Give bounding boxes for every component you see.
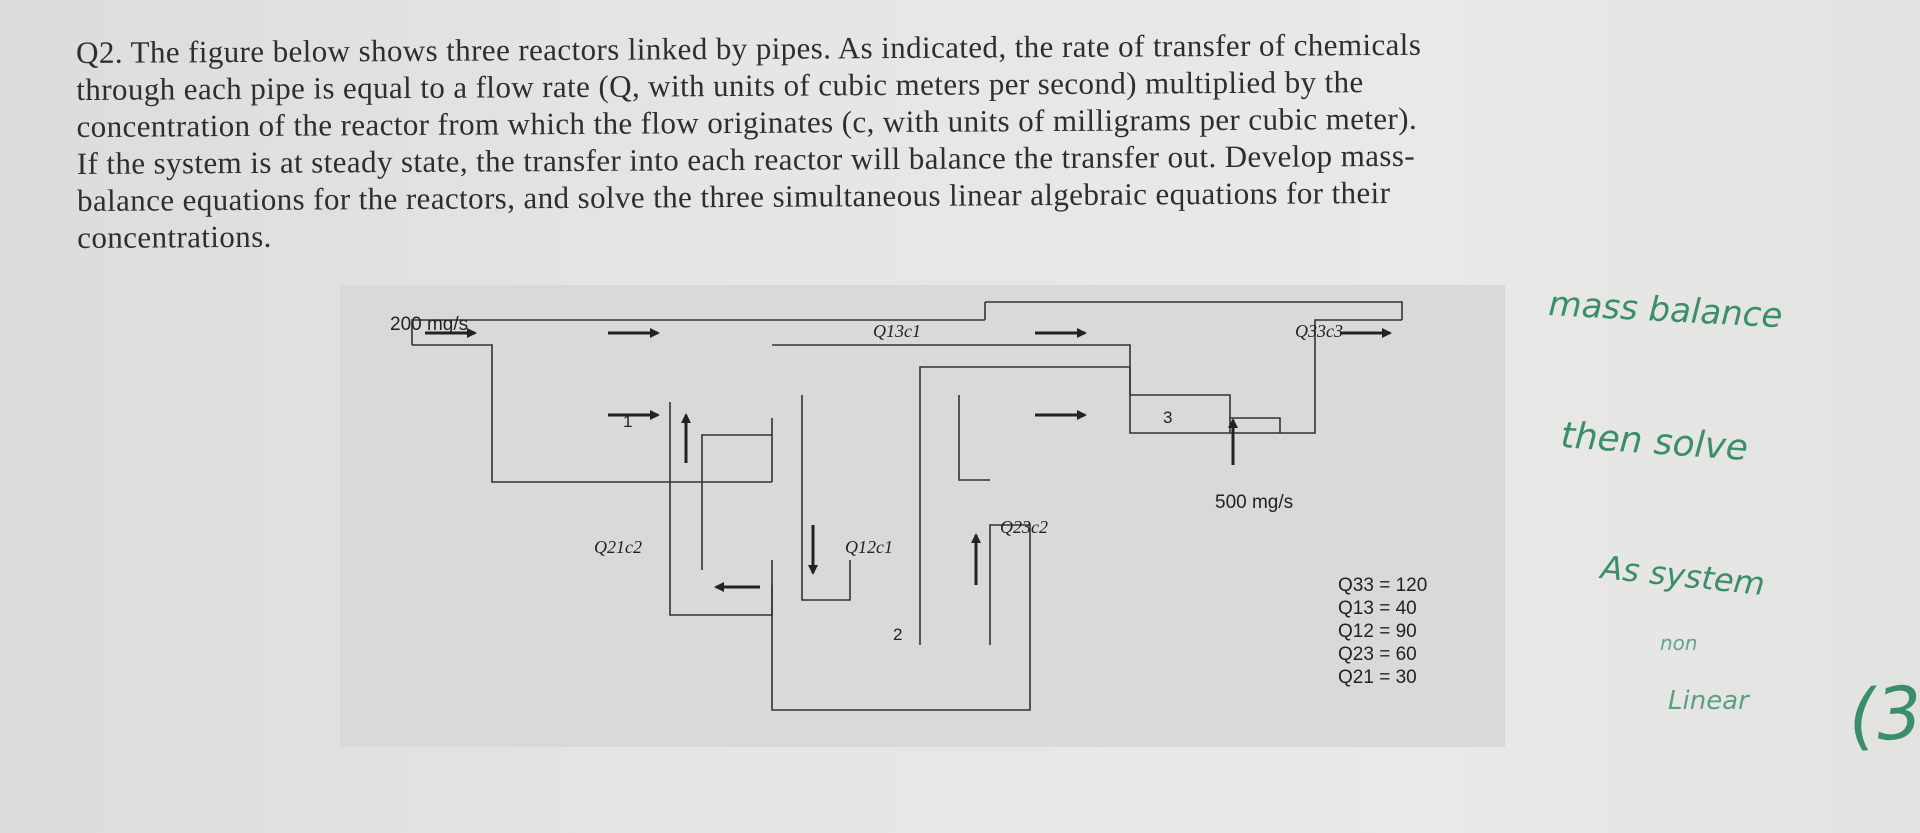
reactor-2-label: 2 (893, 625, 902, 644)
reactor-diagram: 200 mg/s 500 mg/s 1 2 3 Q13c1 Q33c3 Q21c… (390, 301, 1427, 711)
handwriting-line: (3 (1845, 670, 1920, 759)
reactor-3-outline (985, 301, 1403, 434)
handwriting-line: non (1660, 631, 1698, 655)
flow-values: Q33 = 120 Q13 = 40 Q12 = 90 Q23 = 60 Q21… (1338, 575, 1427, 688)
reactor-2-outline (771, 524, 1031, 711)
pipe-q23 (919, 366, 1130, 645)
reactor-3-label: 3 (1163, 408, 1172, 427)
flow-value: Q33 = 120 (1338, 575, 1427, 596)
flow-value: Q23 = 60 (1338, 644, 1417, 665)
input-3-label: 500 mg/s (1215, 492, 1293, 513)
pipe-label-q23: Q23c2 (1000, 517, 1048, 537)
reactor-3-inlet (1130, 394, 1281, 433)
flow-value: Q12 = 90 (1338, 621, 1417, 642)
reactor-1-outline (411, 319, 985, 483)
input-1-label: 200 mg/s (390, 314, 468, 335)
pipe-label-q33: Q33c3 (1295, 321, 1343, 341)
flow-value: Q13 = 40 (1338, 598, 1417, 619)
pipe-label-q12: Q12c1 (845, 537, 893, 557)
reactor-figure: 200 mg/s 500 mg/s 1 2 3 Q13c1 Q33c3 Q21c… (340, 285, 1505, 747)
pipe-label-q13: Q13c1 (873, 321, 921, 341)
handwriting-line: then solve (1559, 415, 1749, 469)
flow-arrows (425, 328, 1392, 592)
handwriting-line: As system (1597, 548, 1766, 603)
handwriting-line: mass balance (1548, 284, 1784, 336)
pipe-label-q21: Q21c2 (594, 537, 642, 557)
flow-value: Q21 = 30 (1338, 667, 1417, 688)
handwriting-group: mass balance then solve As system non Li… (1548, 284, 1920, 759)
pipe-q12 (801, 395, 851, 601)
reactor-1-label: 1 (623, 412, 632, 431)
question-text: Q2. The figure below shows three reactor… (76, 23, 1797, 256)
handwriting-line: Linear (1668, 686, 1751, 716)
